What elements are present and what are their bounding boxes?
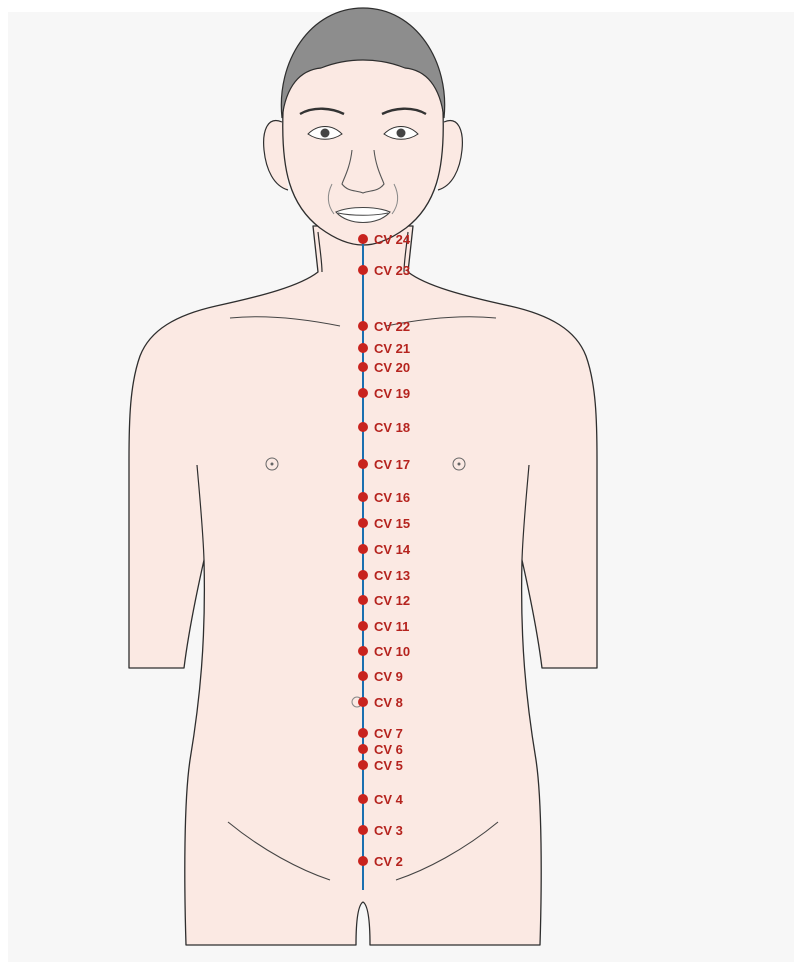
acupoint-dot: [358, 388, 368, 398]
acupoint-label: CV 4: [374, 792, 404, 807]
acupoint-dot: [358, 697, 368, 707]
acupoint-dot: [358, 544, 368, 554]
acupoint-dot: [358, 856, 368, 866]
acupoint-label: CV 12: [374, 593, 410, 608]
acupoint-dot: [358, 744, 368, 754]
acupoint-label: CV 19: [374, 386, 410, 401]
acupoint-dot: [358, 728, 368, 738]
acupoint-label: CV 24: [374, 232, 411, 247]
acupoint-label: CV 20: [374, 360, 410, 375]
acupoint-dot: [358, 422, 368, 432]
acupoint-label: CV 13: [374, 568, 410, 583]
acupoint-dot: [358, 362, 368, 372]
acupoint-label: CV 21: [374, 341, 410, 356]
acupoint-label: CV 8: [374, 695, 403, 710]
acupoint-label: CV 14: [374, 542, 411, 557]
acupoint-dot: [358, 825, 368, 835]
acupoint-dot: [358, 459, 368, 469]
acupoint-label: CV 2: [374, 854, 403, 869]
acupoint-dot: [358, 518, 368, 528]
acupoint-label: CV 23: [374, 263, 410, 278]
acupoint-dot: [358, 265, 368, 275]
acupoint-label: CV 16: [374, 490, 410, 505]
acupoint-dot: [358, 234, 368, 244]
acupoint-dot: [358, 646, 368, 656]
acupoint-label: CV 11: [374, 619, 409, 634]
acupoint-label: CV 9: [374, 669, 403, 684]
acupoint-label: CV 7: [374, 726, 403, 741]
acupoint-dot: [358, 621, 368, 631]
acupoint-dot: [358, 343, 368, 353]
acupoint-label: CV 22: [374, 319, 410, 334]
acupoint-label: CV 10: [374, 644, 410, 659]
acupoint-label: CV 15: [374, 516, 410, 531]
acupoint-dot: [358, 570, 368, 580]
acupoint-dot: [358, 760, 368, 770]
acupoint-dot: [358, 321, 368, 331]
acupoint-label: CV 3: [374, 823, 403, 838]
acupoint-dot: [358, 671, 368, 681]
acupoint-label: CV 5: [374, 758, 403, 773]
acupoint-label: CV 18: [374, 420, 410, 435]
acupoint-dot: [358, 595, 368, 605]
acupoint-dot: [358, 794, 368, 804]
acupoint-dot: [358, 492, 368, 502]
acupoint-label: CV 17: [374, 457, 410, 472]
acupoint-label: CV 6: [374, 742, 403, 757]
